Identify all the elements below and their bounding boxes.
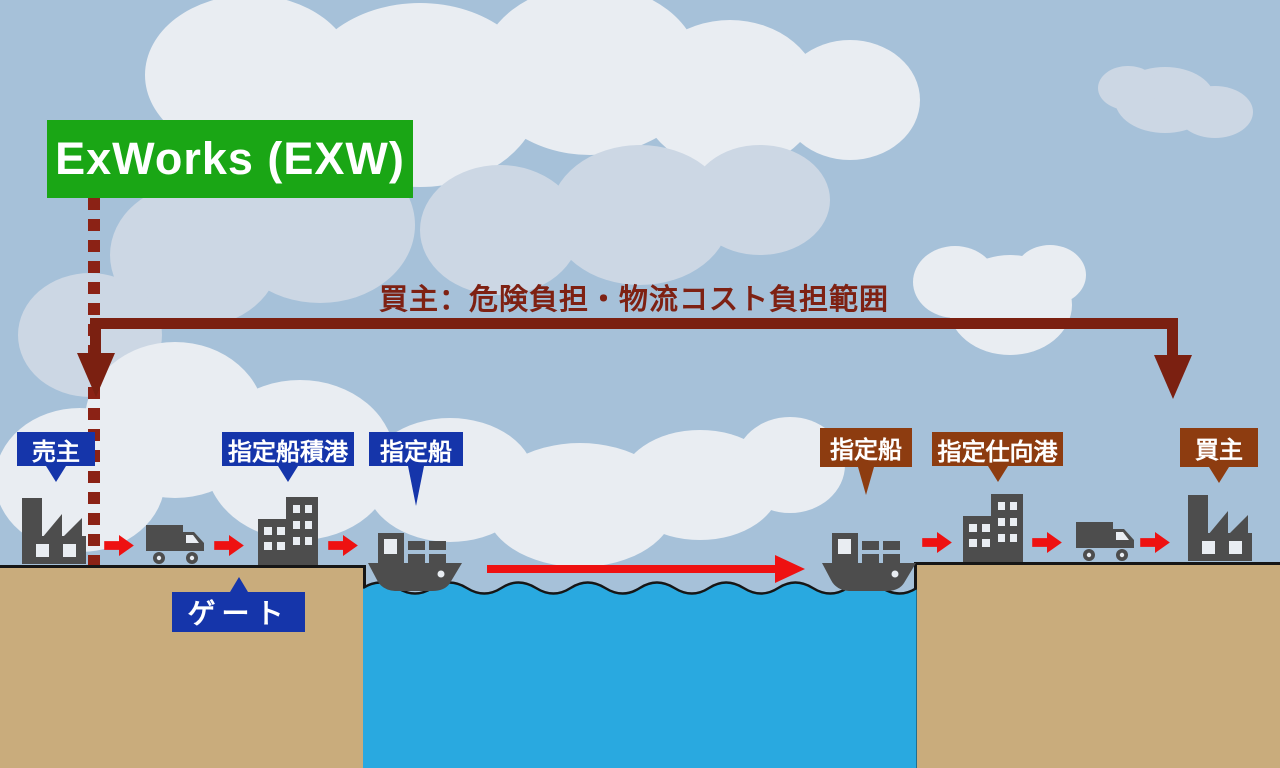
sea-transit-arrow-icon [487, 555, 805, 583]
callout-tail [229, 577, 248, 592]
gate-label: ゲート [187, 598, 290, 629]
port-building-icon [963, 494, 1023, 562]
burden-range-right-stub [1167, 318, 1178, 356]
callout-tail [278, 466, 298, 482]
vessel-label-left: 指定船 [380, 438, 452, 466]
vessel-callout-left: 指定船 [369, 432, 463, 506]
port-building-icon [258, 497, 318, 565]
vessel-label-right: 指定船 [830, 437, 902, 464]
gate-callout: ゲート [172, 577, 305, 632]
burden-range-bar [90, 318, 1178, 329]
factory-icon [18, 497, 90, 565]
truck-icon [1076, 518, 1136, 562]
buyer-burden-range-label: 買主：危険負担・物流コスト負担範囲 [378, 284, 889, 316]
incoterm-title: ExWorks (EXW) [55, 133, 405, 184]
burden-range-left-arrowhead-icon [77, 353, 115, 397]
arrow-right-icon [328, 535, 358, 556]
destination-port-label: 指定仕向港 [937, 438, 1058, 466]
seller-label: 売主 [32, 438, 80, 466]
ship-icon [368, 533, 462, 593]
incoterm-title-banner: ExWorks (EXW) [47, 120, 413, 198]
arrow-right-icon [214, 535, 244, 556]
arrow-right-icon [1140, 532, 1170, 553]
arrow-right-icon [922, 532, 952, 553]
burden-range-left-stub [90, 318, 101, 356]
callout-tail [46, 466, 66, 482]
loading-port-callout: 指定船積港 [222, 432, 354, 482]
callout-tail [1209, 467, 1229, 483]
sea-water [363, 581, 917, 768]
ship-icon [822, 533, 916, 593]
land-right [914, 562, 1280, 768]
callout-tail [408, 466, 424, 506]
arrow-right-icon [104, 535, 134, 556]
truck-icon [146, 521, 206, 565]
vessel-callout-right: 指定船 [820, 428, 912, 495]
buyer-label: 買主 [1195, 437, 1243, 464]
burden-range-right-arrowhead-icon [1154, 355, 1192, 399]
destination-port-callout: 指定仕向港 [932, 432, 1063, 482]
loading-port-label: 指定船積港 [228, 438, 348, 466]
seller-callout: 売主 [17, 432, 95, 482]
buyer-callout: 買主 [1180, 428, 1258, 483]
callout-tail [858, 467, 874, 495]
arrow-right-icon [1032, 532, 1062, 553]
callout-tail [987, 466, 1008, 482]
factory-icon [1184, 494, 1256, 562]
